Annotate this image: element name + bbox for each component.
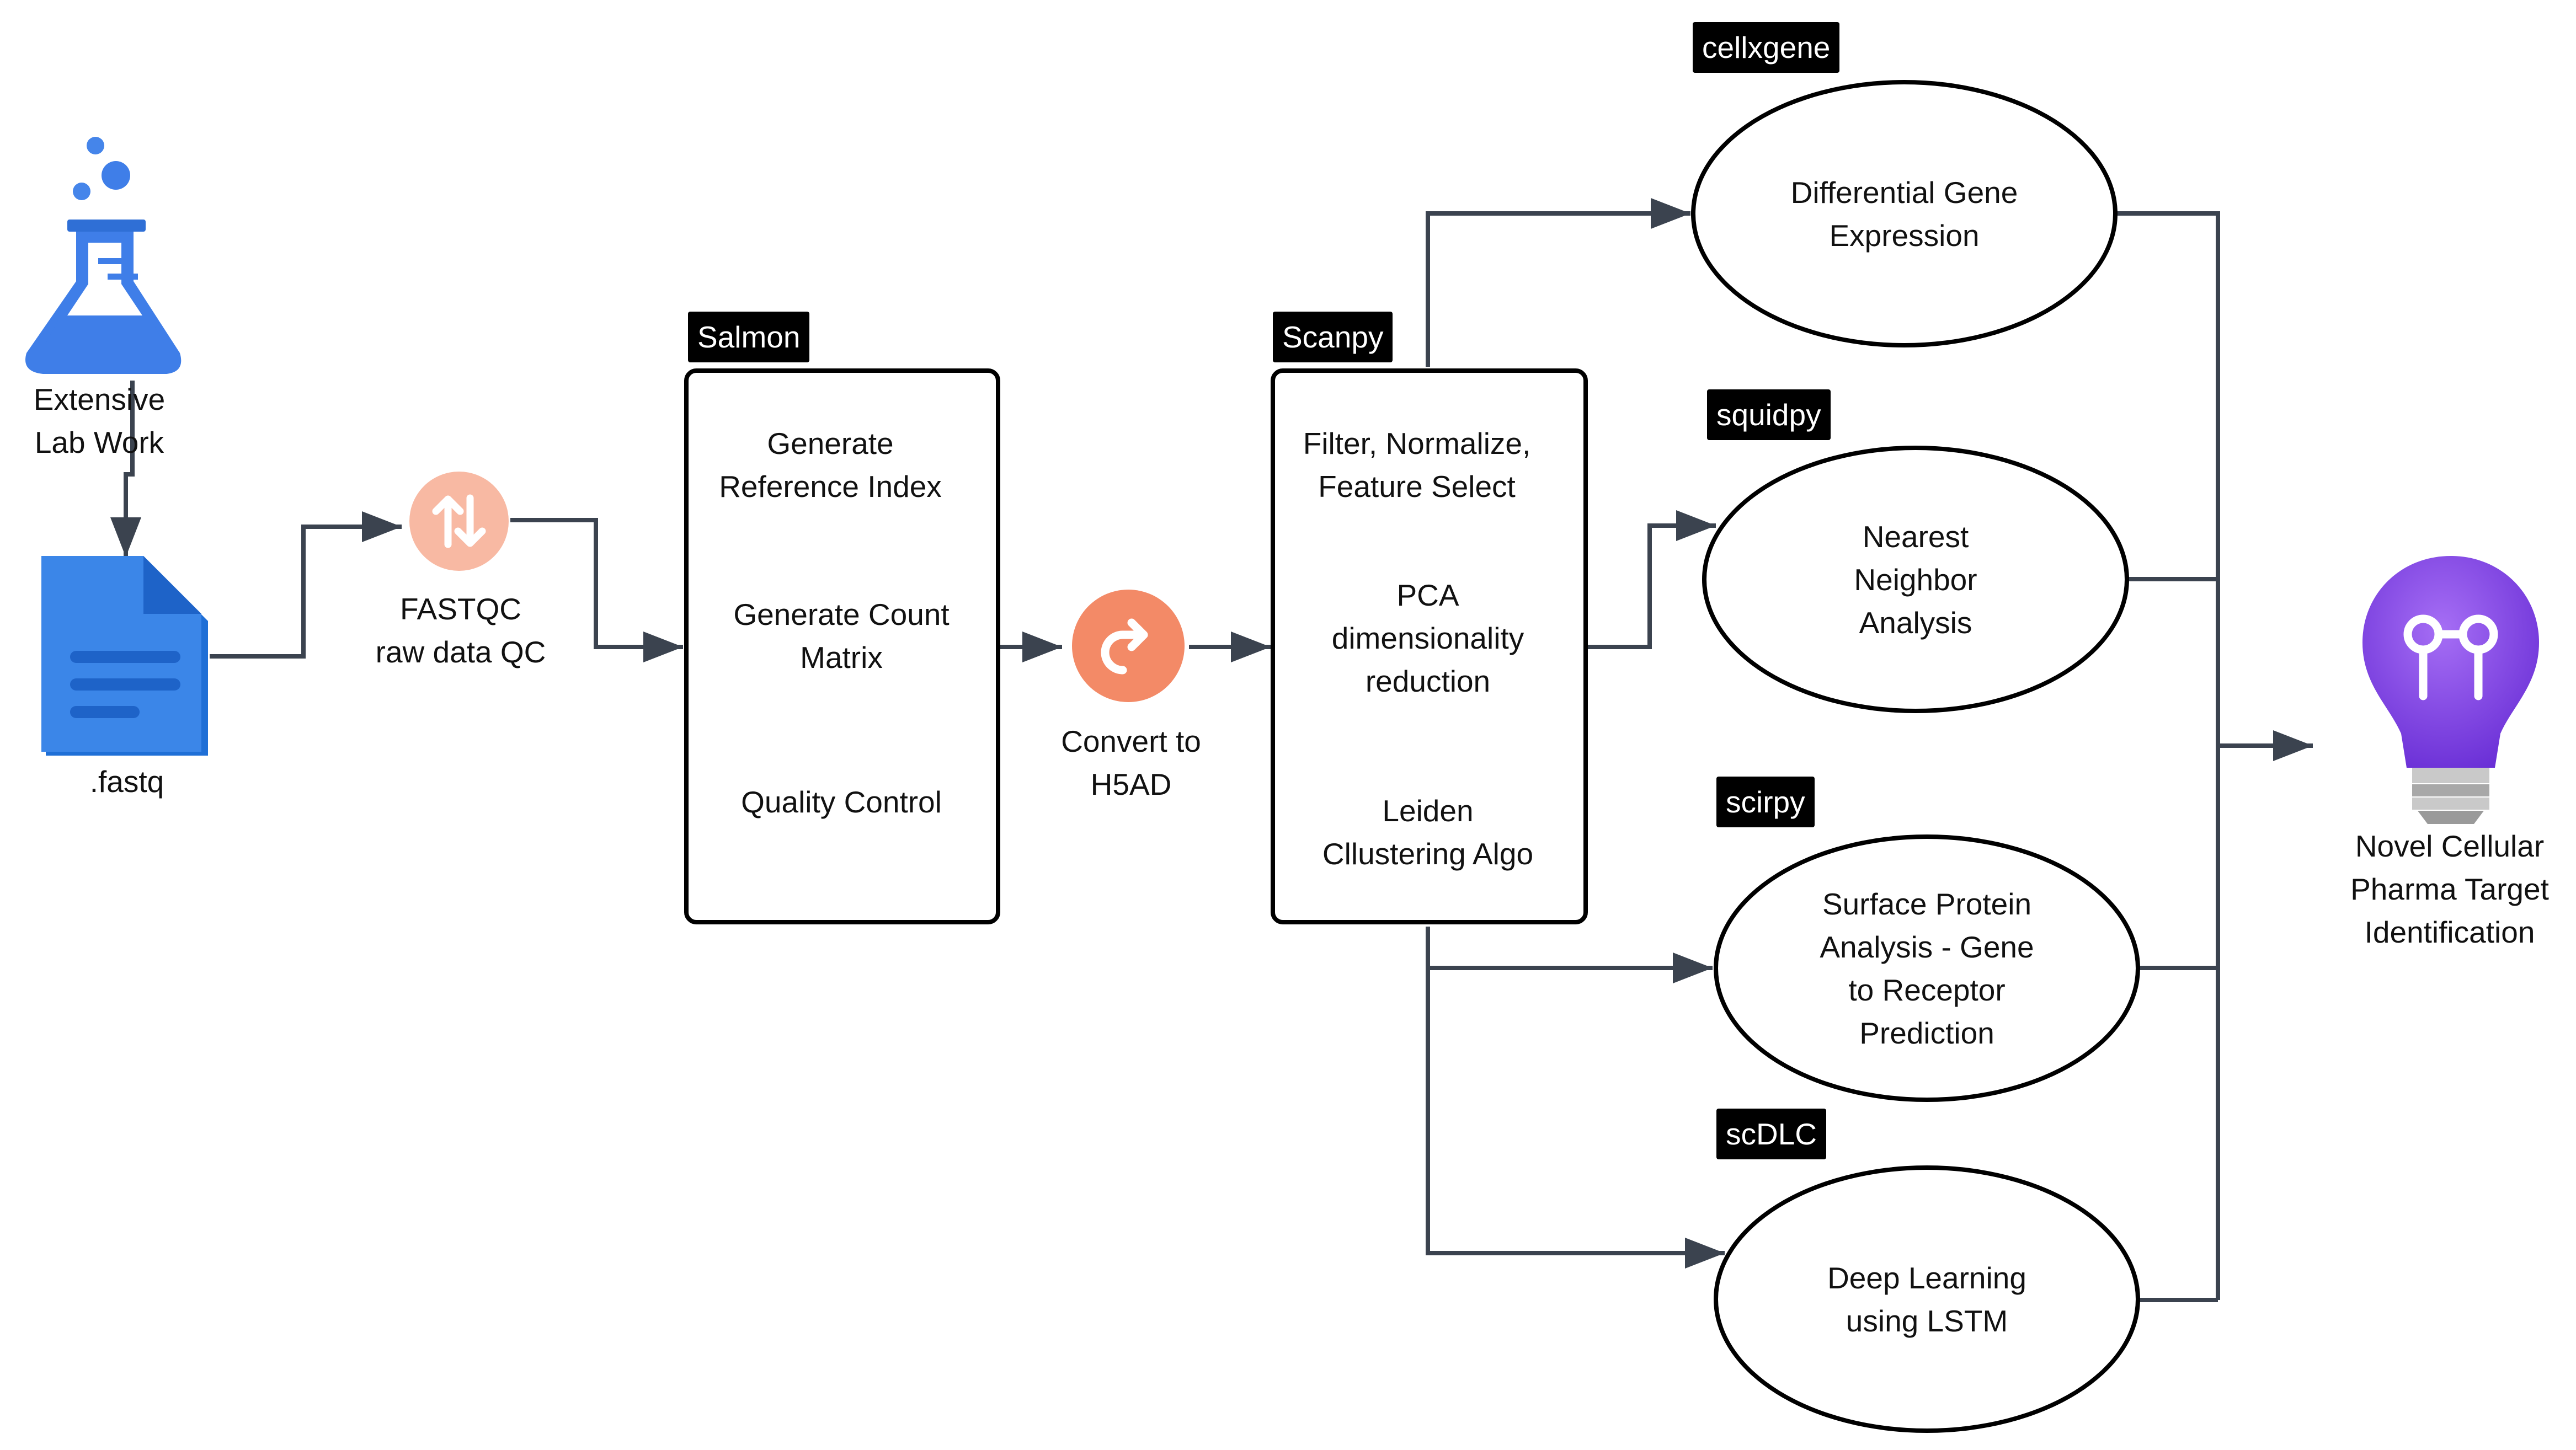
connector-fastq-to-fastqc — [210, 511, 402, 659]
connector-scanpy-to-surface — [1426, 927, 1713, 983]
salmon-box — [684, 368, 1000, 924]
salmon-step-count-matrix: Generate Count Matrix — [733, 597, 950, 675]
scanpy-step-filter: Filter, Normalize, Feature Select — [1303, 426, 1531, 504]
scanpy-step-leiden: Leiden Cllustering Algo — [1322, 794, 1534, 871]
lightbulb-icon — [2362, 556, 2539, 824]
result-label: Novel Cellular Pharma Target Identificat… — [2350, 829, 2549, 949]
flask-icon — [25, 137, 182, 374]
transfer-arrows-icon — [409, 472, 509, 571]
dge-ellipse: Differential Gene Expression — [1691, 80, 2118, 347]
scdlc-tag: scDLC — [1716, 1109, 1827, 1159]
connector-dge-to-bus — [2116, 211, 2220, 1300]
redo-arrow-icon — [1072, 590, 1185, 702]
nn-ellipse: Nearest Neighbor Analysis — [1702, 446, 2129, 713]
document-icon — [41, 556, 208, 756]
salmon-step-reference-index: Generate Reference Index — [719, 426, 942, 504]
fastq-label: .fastq — [89, 764, 164, 799]
scanpy-box — [1271, 368, 1588, 924]
scanpy-step-pca: PCA dimensionality reduction — [1331, 578, 1524, 698]
dge-label: Differential Gene Expression — [1790, 175, 2018, 253]
surface-protein-label: Surface Protein Analysis - Gene to Recep… — [1820, 886, 2034, 1050]
fastqc-label: FASTQC raw data QC — [375, 592, 546, 669]
surface-protein-ellipse: Surface Protein Analysis - Gene to Recep… — [1714, 834, 2140, 1102]
scanpy-tag: Scanpy — [1273, 312, 1393, 362]
squidpy-tag: squidpy — [1707, 389, 1831, 440]
salmon-tag: Salmon — [688, 312, 810, 362]
connector-scanpy-to-nn — [1586, 510, 1716, 649]
deep-learning-label: Deep Learning using LSTM — [1827, 1260, 2026, 1338]
connector-fastqc-to-salmon — [510, 518, 683, 662]
deep-learning-ellipse: Deep Learning using LSTM — [1714, 1165, 2140, 1433]
connector-lab-to-fastq — [110, 381, 141, 557]
salmon-step-quality-control: Quality Control — [741, 785, 942, 819]
connector-scanpy-to-dl — [1426, 968, 1725, 1269]
connector-scanpy-to-dge — [1426, 198, 1690, 367]
cellxgene-tag: cellxgene — [1693, 22, 1840, 73]
lab-label: Extensive Lab Work — [33, 382, 166, 459]
scirpy-tag: scirpy — [1716, 777, 1815, 827]
nn-label: Nearest Neighbor Analysis — [1854, 519, 1977, 640]
convert-label: Convert to H5AD — [1061, 724, 1201, 801]
